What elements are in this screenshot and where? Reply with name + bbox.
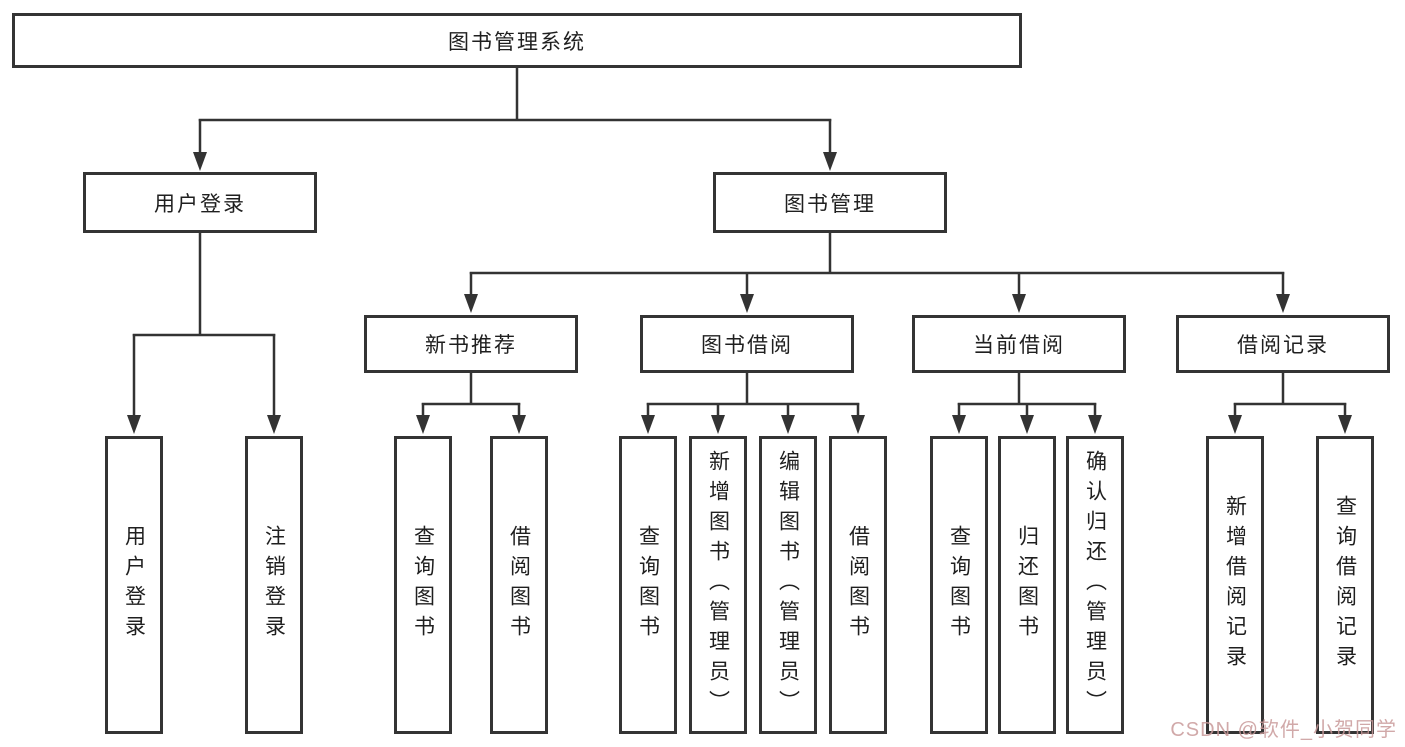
leaf-return-book-label: 归还图书 xyxy=(1015,525,1039,645)
leaf-query-borrow-record: 查询借阅记录 xyxy=(1316,436,1374,734)
node-book-management-label: 图书管理 xyxy=(784,192,876,216)
leaf-borrow-books-recommend: 借阅图书 xyxy=(490,436,548,734)
leaf-borrow-books: 借阅图书 xyxy=(829,436,887,734)
node-user-login: 用户登录 xyxy=(83,172,317,233)
node-book-borrowing-label: 图书借阅 xyxy=(701,334,793,357)
leaf-edit-book-admin: 编辑图书（管理员） xyxy=(759,436,817,734)
leaf-user-login: 用户登录 xyxy=(105,436,163,734)
leaf-query-books-recommend-label: 查询图书 xyxy=(411,525,435,645)
arrowheads xyxy=(127,152,1352,434)
leaf-logout-label: 注销登录 xyxy=(262,525,286,645)
node-borrow-records-label: 借阅记录 xyxy=(1237,334,1329,357)
leaf-query-books-borrowing: 查询图书 xyxy=(619,436,677,734)
leaf-add-book-admin-label: 新增图书（管理员） xyxy=(706,450,730,720)
leaf-confirm-return-admin-label: 确认归还（管理员） xyxy=(1083,450,1107,720)
leaf-confirm-return-admin: 确认归还（管理员） xyxy=(1066,436,1124,734)
leaf-borrow-books-recommend-label: 借阅图书 xyxy=(507,525,531,645)
node-new-book-recommend: 新书推荐 xyxy=(364,315,578,373)
node-new-book-recommend-label: 新书推荐 xyxy=(425,334,517,357)
node-root: 图书管理系统 xyxy=(12,13,1022,68)
leaf-logout: 注销登录 xyxy=(245,436,303,734)
leaf-borrow-books-label: 借阅图书 xyxy=(846,525,870,645)
node-book-borrowing: 图书借阅 xyxy=(640,315,854,373)
leaf-add-book-admin: 新增图书（管理员） xyxy=(689,436,747,734)
leaf-query-books-recommend: 查询图书 xyxy=(394,436,452,734)
leaf-return-book: 归还图书 xyxy=(998,436,1056,734)
leaf-add-borrow-record: 新增借阅记录 xyxy=(1206,436,1264,734)
leaf-edit-book-admin-label: 编辑图书（管理员） xyxy=(776,450,800,720)
node-borrow-records: 借阅记录 xyxy=(1176,315,1390,373)
node-root-label: 图书管理系统 xyxy=(448,30,586,54)
node-user-login-label: 用户登录 xyxy=(154,192,246,216)
leaf-add-borrow-record-label: 新增借阅记录 xyxy=(1223,495,1247,675)
node-current-borrowing-label: 当前借阅 xyxy=(973,334,1065,357)
leaf-query-books-current-label: 查询图书 xyxy=(947,525,971,645)
node-current-borrowing: 当前借阅 xyxy=(912,315,1126,373)
leaf-query-books-borrowing-label: 查询图书 xyxy=(636,525,660,645)
leaf-user-login-label: 用户登录 xyxy=(122,525,146,645)
leaf-query-borrow-record-label: 查询借阅记录 xyxy=(1333,495,1357,675)
node-book-management: 图书管理 xyxy=(713,172,947,233)
leaf-query-books-current: 查询图书 xyxy=(930,436,988,734)
watermark: CSDN @软件_小贺同学 xyxy=(1170,719,1397,741)
